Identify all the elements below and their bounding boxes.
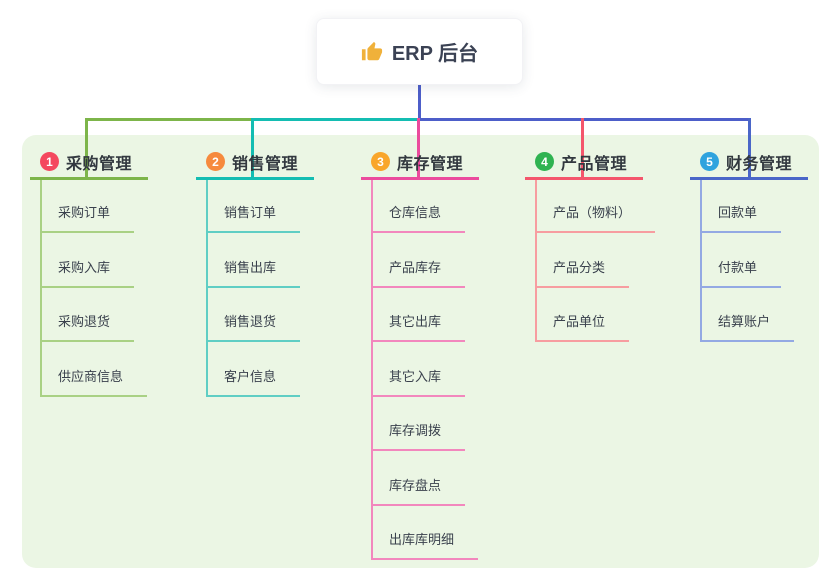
- node-outbound-detail[interactable]: 出库库明细: [371, 530, 479, 560]
- branch2-label: 销售管理: [232, 155, 299, 173]
- branch-title-inventory[interactable]: 3 库存管理: [361, 146, 479, 180]
- connector-bus-left-teal: [253, 118, 420, 121]
- node-stock-transfer[interactable]: 库存调拨: [371, 421, 466, 451]
- node-purchase-return[interactable]: 采购退货: [40, 312, 135, 342]
- branch1-number-badge: 1: [40, 152, 59, 171]
- node-payment-doc[interactable]: 付款单: [700, 258, 782, 288]
- connector-branch5-children: [700, 180, 702, 342]
- node-sales-order[interactable]: 销售订单: [206, 203, 301, 233]
- node-sales-outbound[interactable]: 销售出库: [206, 258, 301, 288]
- node-product-stock[interactable]: 产品库存: [371, 258, 466, 288]
- connector-bus-right-indigo: [418, 118, 751, 121]
- branch-title-purchase[interactable]: 1 采购管理: [30, 146, 148, 180]
- node-stock-count[interactable]: 库存盘点: [371, 476, 466, 506]
- branch3-label: 库存管理: [397, 155, 464, 173]
- connector-branch3-children: [371, 180, 373, 560]
- node-product-material[interactable]: 产品（物料）: [535, 203, 656, 233]
- branch4-label: 产品管理: [561, 155, 628, 173]
- branch-title-sales[interactable]: 2 销售管理: [196, 146, 314, 180]
- branch5-number-badge: 5: [700, 152, 719, 171]
- node-collection-doc[interactable]: 回款单: [700, 203, 782, 233]
- node-customer-info[interactable]: 客户信息: [206, 367, 301, 397]
- connector-branch5-drop: [748, 118, 751, 180]
- connector-branch2-children: [206, 180, 208, 397]
- connector-root-drop: [418, 85, 421, 121]
- branch-title-finance[interactable]: 5 财务管理: [690, 146, 808, 180]
- node-purchase-inbound[interactable]: 采购入库: [40, 258, 135, 288]
- node-settlement-account[interactable]: 结算账户: [700, 312, 795, 342]
- connector-branch3-drop: [417, 118, 420, 180]
- branch1-label: 采购管理: [66, 155, 133, 173]
- root-label: ERP 后台: [391, 43, 479, 65]
- branch2-number-badge: 2: [206, 152, 225, 171]
- connector-branch4-drop: [581, 118, 584, 180]
- connector-branch2-drop: [251, 118, 254, 180]
- node-other-inbound[interactable]: 其它入库: [371, 367, 466, 397]
- branches-panel: [22, 135, 819, 568]
- branch5-label: 财务管理: [726, 155, 793, 173]
- branch-title-product[interactable]: 4 产品管理: [525, 146, 643, 180]
- node-sales-return[interactable]: 销售退货: [206, 312, 301, 342]
- node-other-outbound[interactable]: 其它出库: [371, 312, 466, 342]
- node-product-category[interactable]: 产品分类: [535, 258, 630, 288]
- root-node[interactable]: ERP 后台: [316, 18, 523, 85]
- connector-branch1-drop: [85, 118, 88, 180]
- node-warehouse-info[interactable]: 仓库信息: [371, 203, 466, 233]
- node-supplier-info[interactable]: 供应商信息: [40, 367, 148, 397]
- thumbs-up-icon: [361, 41, 383, 63]
- connector-branch4-children: [535, 180, 537, 342]
- node-purchase-order[interactable]: 采购订单: [40, 203, 135, 233]
- connector-bus-left-green: [85, 118, 253, 121]
- branch4-number-badge: 4: [535, 152, 554, 171]
- connector-branch1-children: [40, 180, 42, 397]
- node-product-unit[interactable]: 产品单位: [535, 312, 630, 342]
- branch3-number-badge: 3: [371, 152, 390, 171]
